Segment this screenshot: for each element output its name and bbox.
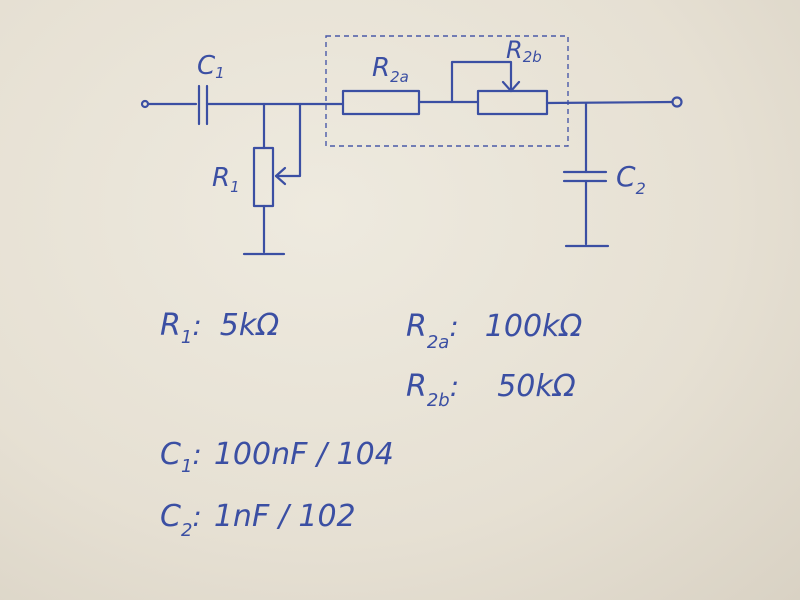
wiper-r1 [274,102,302,186]
wiper-r2b [450,60,521,104]
capacitor-c2 [562,170,608,183]
label-r2a: R2a [372,53,409,86]
note-r2b: R2b:50kΩ [406,369,576,411]
note-r2a: R2a:100kΩ [406,309,582,353]
resistor-r2a [341,89,421,116]
wire-output [545,100,674,105]
label-c2: C2 [616,160,646,198]
label-r1: R1 [212,163,240,196]
svg-text:R2a:100kΩ: R2a:100kΩ [406,309,582,353]
label-r2b: R2b [506,36,542,66]
resistor-r2b [476,89,549,116]
svg-text:C2:1nF / 102: C2:1nF / 102 [160,499,356,541]
note-c1: C1:100nF / 104 [160,437,394,477]
svg-text:R2b:50kΩ: R2b:50kΩ [406,369,576,411]
label-c1: C1 [197,51,225,82]
dashed-group-r2 [325,35,569,147]
svg-text:C1:100nF / 104: C1:100nF / 104 [160,437,394,477]
resistor-r1 [252,146,275,208]
output-terminal [671,96,683,108]
note-c2: C2:1nF / 102 [160,499,356,541]
capacitor-c1 [197,84,209,126]
svg-text:R1:5kΩ: R1:5kΩ [160,308,279,348]
note-r1: R1:5kΩ [160,308,279,348]
